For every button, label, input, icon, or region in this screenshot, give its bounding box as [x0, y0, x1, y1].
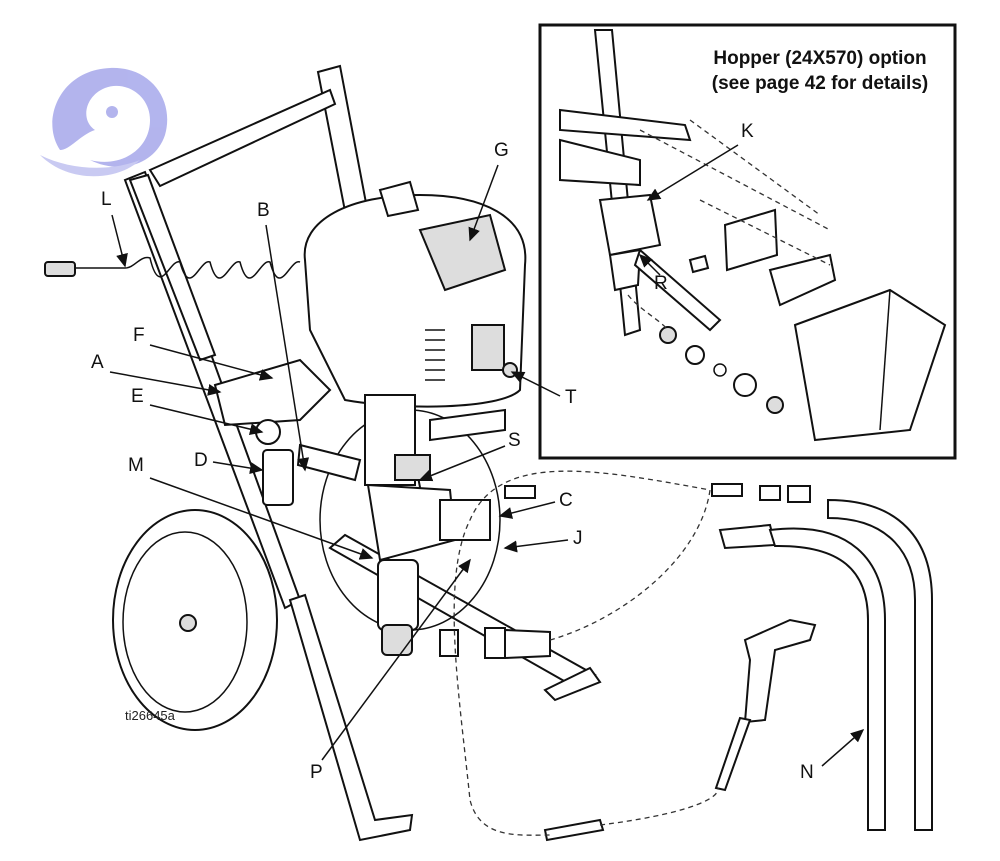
pump-assembly [364, 394, 491, 656]
callout-m: M [128, 455, 374, 560]
callout-labels: L B G F A E D M S CJ P T N K R [91, 121, 865, 783]
callout-letter: L [101, 189, 112, 210]
fittings [439, 483, 811, 660]
callout-letter: B [257, 200, 270, 221]
hose-path [453, 470, 711, 836]
callout-letter: C [559, 490, 573, 511]
leader-arrow [510, 371, 561, 397]
callout-c: C [498, 490, 573, 519]
leader-arrow [418, 445, 506, 482]
callout-letter: P [310, 762, 323, 783]
leader-arrow [149, 344, 274, 381]
callout-g: G [468, 140, 509, 242]
callout-letter: D [194, 450, 208, 471]
leader-arrow [503, 539, 569, 553]
spray-gun [543, 618, 817, 842]
leader-arrow [265, 224, 310, 472]
leader-arrow [111, 214, 128, 268]
leader-arrow [498, 501, 556, 519]
callout-p: P [310, 558, 471, 783]
callout-letter: S [508, 430, 521, 451]
callout-t: T [510, 371, 577, 408]
leader-arrow [149, 477, 374, 560]
callout-d: D [194, 450, 264, 474]
hose-n [768, 498, 933, 831]
callout-f: F [133, 325, 274, 381]
callout-letter: K [741, 121, 754, 142]
leader-arrow [468, 164, 499, 242]
hopper-inset-drawing [559, 29, 947, 442]
callout-s: S [418, 430, 521, 482]
callout-r: R [638, 253, 668, 294]
callout-l: L [101, 189, 128, 268]
callout-b: B [257, 200, 310, 472]
pressure-control [213, 358, 506, 506]
leader-arrow [821, 729, 865, 767]
callout-letter: A [91, 352, 104, 373]
figure-id: ti26645a [125, 708, 176, 723]
callout-letter: F [133, 325, 145, 346]
leader-arrow [646, 144, 739, 201]
callout-j: J [503, 528, 583, 553]
callout-letter: T [565, 387, 577, 408]
power-cord [44, 256, 301, 279]
leader-arrow [212, 461, 264, 474]
callout-letter: G [494, 140, 509, 161]
leader-arrow [109, 371, 222, 396]
leader-arrow [321, 558, 471, 761]
callout-e: E [131, 386, 264, 436]
callout-letter: E [131, 386, 144, 407]
callout-letter: R [654, 273, 668, 294]
callout-letter: M [128, 455, 144, 476]
leader-arrow [149, 404, 264, 436]
wheel [112, 509, 278, 731]
callout-k: K [646, 121, 754, 201]
hose-path-gun [599, 787, 719, 826]
inset-title: Hopper (24X570) option (see page 42 for … [690, 46, 950, 96]
callout-n: N [800, 729, 865, 783]
callout-letter: J [573, 528, 583, 549]
leader-arrow [638, 253, 661, 276]
watermark-logo [40, 67, 168, 177]
inset-title-line1: Hopper (24X570) option [713, 48, 927, 69]
callout-a: A [91, 352, 222, 396]
inset-title-line2: (see page 42 for details) [711, 73, 929, 94]
callout-letter: N [800, 762, 814, 783]
motor-housing [303, 180, 527, 408]
